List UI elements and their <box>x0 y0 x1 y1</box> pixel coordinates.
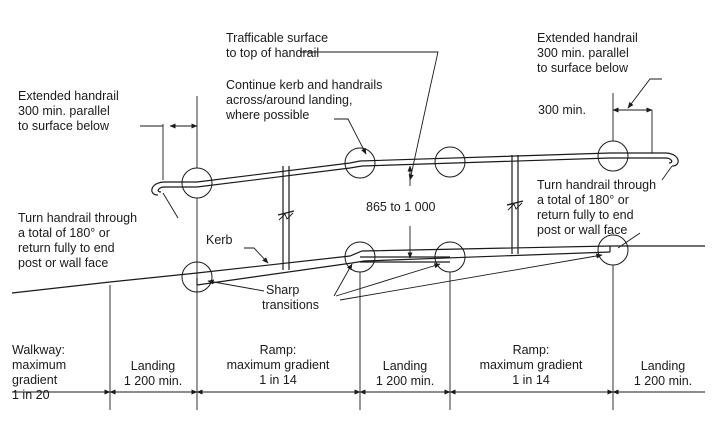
callout-turn-left: Turn handrail through a total of 180° or… <box>18 211 137 270</box>
callout-turn-left-line1: Turn handrail through <box>18 211 137 225</box>
segment-landing-2-line2: 1 200 min. <box>376 374 434 388</box>
segment-landing-2-line1: Landing <box>383 359 428 373</box>
callout-continue-line1: Continue kerb and handrails <box>226 78 382 92</box>
callout-extended-right-line2: 300 min. parallel <box>537 46 629 60</box>
segment-ramp-2-line3: 1 in 14 <box>512 373 550 387</box>
callout-extended-right: Extended handrail 300 min. parallel to s… <box>537 31 638 75</box>
callout-extended-right-line1: Extended handrail <box>537 31 638 45</box>
posts <box>277 155 524 270</box>
callout-continue-kerb: Continue kerb and handrails across/aroun… <box>225 78 382 122</box>
callout-extended-left-line2: 300 min. parallel <box>18 104 110 118</box>
kerb-label: Kerb <box>206 233 232 247</box>
segment-walkway: Walkway: maximum gradient 1 in 20 <box>12 343 66 402</box>
segment-walkway-line1: Walkway: <box>12 343 65 357</box>
segment-landing-1-line2: 1 200 min. <box>124 374 182 388</box>
segment-walkway-line3: gradient <box>12 373 58 387</box>
callout-continue-line2: across/around landing, <box>226 93 352 107</box>
leader-lines <box>140 51 673 301</box>
segment-landing-3: Landing 1 200 min. <box>634 359 692 388</box>
segment-ramp-2-line1: Ramp: <box>513 343 550 357</box>
division-lines <box>109 93 653 410</box>
callout-extended-left: Extended handrail 300 min. parallel to s… <box>18 89 119 133</box>
segment-ramp-1: Ramp: maximum gradient 1 in 14 <box>227 343 330 387</box>
callout-sharp: Sharp transitions <box>262 283 319 312</box>
callout-continue-line3: where possible <box>225 108 309 122</box>
callout-sharp-line1: Sharp <box>266 283 299 297</box>
segment-ramp-2: Ramp: maximum gradient 1 in 14 <box>480 343 583 387</box>
segment-ramp-2-line2: maximum gradient <box>480 358 583 372</box>
callout-turn-right-line4: post or wall face <box>537 223 627 237</box>
segment-ramp-1-line3: 1 in 14 <box>259 373 297 387</box>
segment-ramp-1-line1: Ramp: <box>260 343 297 357</box>
callout-turn-left-line3: return fully to end <box>18 241 115 255</box>
callout-trafficable-line2: to top of handrail <box>226 46 319 60</box>
callout-turn-right-line3: return fully to end <box>537 208 634 222</box>
segment-landing-3-line2: 1 200 min. <box>634 374 692 388</box>
callout-extended-right-line3: to surface below <box>537 61 629 75</box>
callout-300-min: 300 min. <box>538 103 586 117</box>
segment-walkway-line4: 1 in 20 <box>12 388 50 402</box>
callout-turn-left-line4: post or wall face <box>18 256 108 270</box>
callout-trafficable-line1: Trafficable surface <box>226 31 328 45</box>
callout-turn-right-line1: Turn handrail through <box>537 178 656 192</box>
callout-extended-left-line1: Extended handrail <box>18 89 119 103</box>
segment-landing-2: Landing 1 200 min. <box>376 359 434 388</box>
segment-ramp-1-line2: maximum gradient <box>227 358 330 372</box>
segment-walkway-line2: maximum <box>12 358 66 372</box>
height-range-label: 865 to 1 000 <box>366 200 436 214</box>
callout-sharp-line2: transitions <box>262 298 319 312</box>
callout-turn-right: Turn handrail through a total of 180° or… <box>537 178 656 237</box>
handrail <box>151 152 679 196</box>
callout-trafficable: Trafficable surface to top of handrail <box>226 31 328 60</box>
callout-extended-left-line3: to surface below <box>18 119 110 133</box>
segment-landing-1-line1: Landing <box>131 359 176 373</box>
segment-landing-1: Landing 1 200 min. <box>124 359 182 388</box>
ground-profile <box>11 245 705 294</box>
segment-landing-3-line1: Landing <box>641 359 686 373</box>
callout-turn-left-line2: a total of 180° or <box>18 226 110 240</box>
callout-turn-right-line2: a total of 180° or <box>537 193 629 207</box>
